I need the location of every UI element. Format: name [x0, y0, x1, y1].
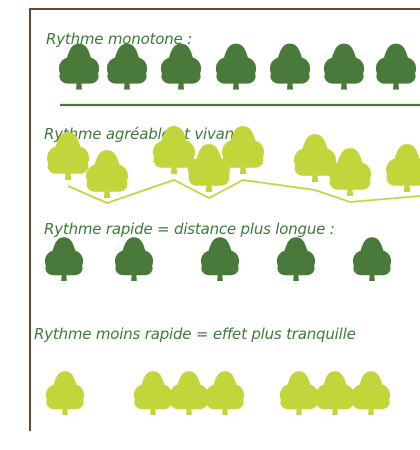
tree-icon — [115, 237, 153, 281]
tree-icon — [47, 132, 89, 180]
zigzag-line — [67, 179, 420, 204]
tree-icon — [206, 371, 244, 415]
tree-icon — [376, 43, 416, 90]
tree-icon — [134, 371, 172, 415]
tree-icon — [59, 43, 99, 90]
tree-icon — [107, 43, 147, 90]
tree-icon — [270, 43, 310, 90]
tree-icon — [216, 43, 256, 90]
tree-icon — [277, 237, 315, 281]
caption-agreeable: Rythme agréable et vivant : — [44, 125, 250, 143]
tree-icon — [161, 43, 201, 90]
tree-icon — [324, 43, 364, 90]
tree-icon — [170, 371, 208, 415]
tree-icon — [352, 371, 390, 415]
tree-icon — [280, 371, 318, 415]
tree-icon — [46, 371, 84, 415]
frame-border-left — [29, 8, 31, 431]
caption-monotone: Rythme monotone : — [46, 30, 192, 48]
tree-icon — [353, 237, 391, 281]
caption-slower: Rythme moins rapide = effet plus tranqui… — [34, 325, 356, 343]
tree-icon — [86, 150, 128, 198]
caption-fast: Rythme rapide = distance plus longue : — [44, 220, 335, 238]
tree-icon — [329, 148, 371, 196]
frame-border-top — [30, 8, 420, 10]
tree-icon — [386, 144, 420, 192]
tree-icon — [45, 237, 83, 281]
tree-icon — [222, 126, 264, 174]
tree-icon — [316, 371, 354, 415]
tree-icon — [201, 237, 239, 281]
